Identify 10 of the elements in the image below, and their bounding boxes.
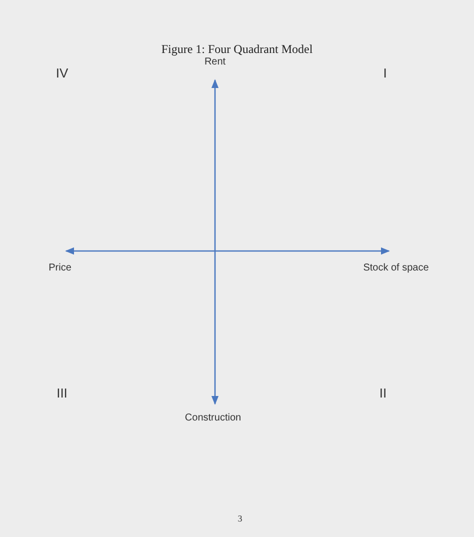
quadrant-numeral: I [383, 64, 387, 82]
axis-label: Stock of space [363, 262, 429, 276]
quadrant-numeral: II [379, 384, 387, 402]
axis-label: Rent [204, 56, 226, 70]
quadrant-numeral: IV [56, 64, 68, 82]
figure-title: Figure 1: Four Quadrant Model [161, 41, 313, 58]
page-number: 3 [238, 512, 242, 526]
quadrant-numeral: III [56, 384, 68, 402]
axis-label: Construction [184, 412, 242, 426]
axis-label: Price [48, 262, 72, 276]
